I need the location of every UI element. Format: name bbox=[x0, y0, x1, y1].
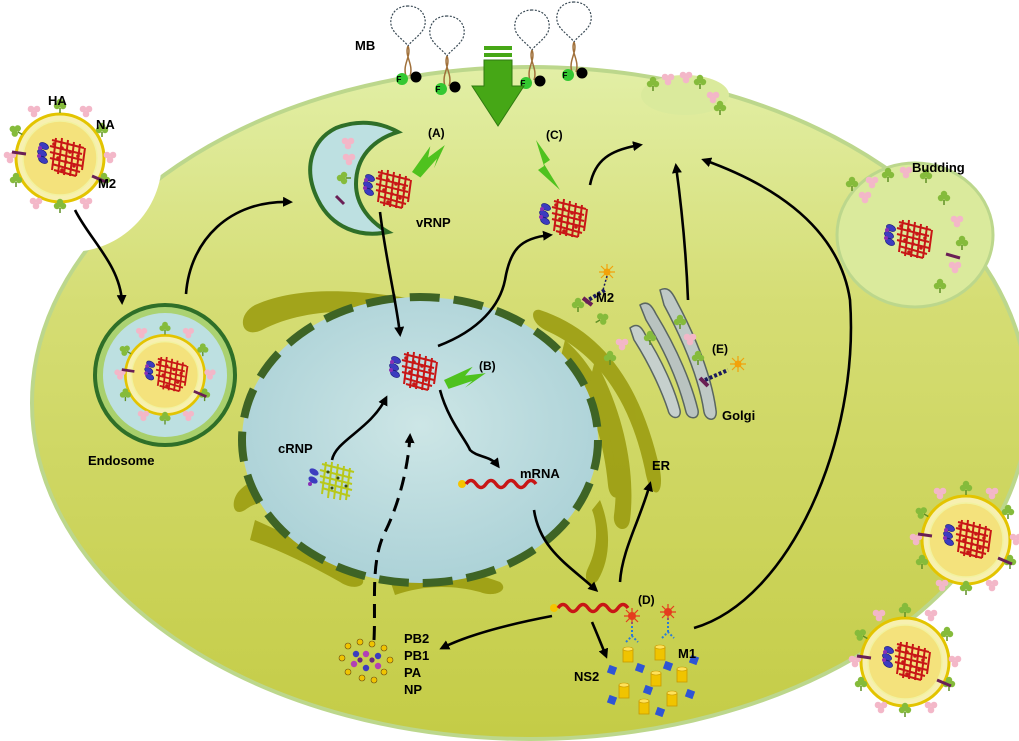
fluorophore-icon: F F F F bbox=[397, 71, 568, 94]
diagram-labels: MB HA NA M2 Endosome vRNP (A) (B) (C) (D… bbox=[48, 38, 965, 697]
label-pb1: PB1 bbox=[404, 648, 429, 663]
label-step-e: (E) bbox=[712, 342, 728, 356]
label-ha: HA bbox=[48, 93, 67, 108]
label-endosome: Endosome bbox=[88, 453, 154, 468]
label-m1: M1 bbox=[678, 646, 696, 661]
label-np: NP bbox=[404, 682, 422, 697]
label-crnp: cRNP bbox=[278, 441, 313, 456]
label-budding: Budding bbox=[912, 160, 965, 175]
beacon-entry-arrow bbox=[471, 46, 525, 127]
label-m2-virion: M2 bbox=[98, 176, 116, 191]
label-vrnp: vRNP bbox=[416, 215, 451, 230]
svg-text:F: F bbox=[521, 79, 526, 88]
uncoating-vesicle bbox=[308, 120, 404, 236]
label-pb2: PB2 bbox=[404, 631, 429, 646]
polymerase-subunits bbox=[338, 638, 394, 684]
light-burst-icon bbox=[405, 140, 560, 395]
pathway-arrows bbox=[73, 141, 853, 659]
svg-text:F: F bbox=[436, 85, 441, 94]
label-er: ER bbox=[652, 458, 671, 473]
label-pa: PA bbox=[404, 665, 422, 680]
m2-protein-golgi bbox=[698, 356, 746, 388]
budding-virion bbox=[845, 166, 969, 294]
label-na: NA bbox=[96, 117, 115, 132]
label-mb: MB bbox=[355, 38, 375, 53]
m2-protein-er bbox=[581, 264, 615, 307]
label-golgi: Golgi bbox=[722, 408, 755, 423]
label-step-d: (D) bbox=[638, 593, 655, 607]
label-ns2: NS2 bbox=[574, 669, 599, 684]
svg-text:F: F bbox=[397, 75, 402, 84]
nucleus bbox=[238, 293, 602, 587]
endosome bbox=[93, 303, 237, 447]
svg-text:F: F bbox=[563, 71, 568, 80]
dashed-import-arrow bbox=[372, 433, 415, 641]
label-step-b: (B) bbox=[479, 359, 496, 373]
label-step-c: (C) bbox=[546, 128, 563, 142]
label-mrna: mRNA bbox=[520, 466, 560, 481]
label-m2-er: M2 bbox=[596, 290, 614, 305]
label-step-a: (A) bbox=[428, 126, 445, 140]
